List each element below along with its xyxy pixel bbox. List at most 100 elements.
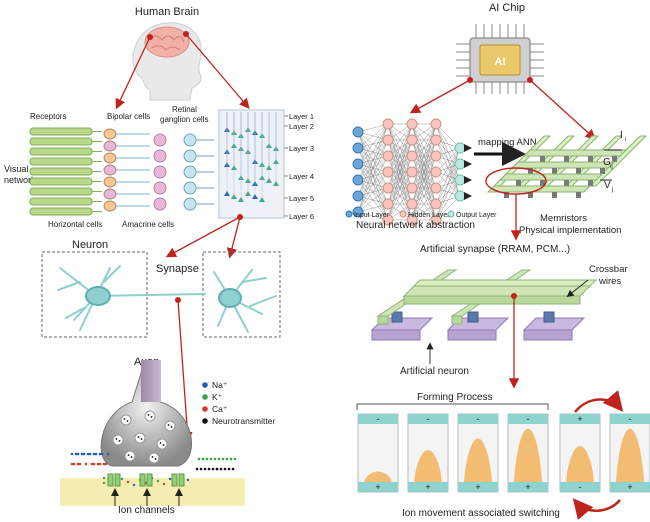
ion-dot [102,462,106,466]
crossbar-memristor [540,180,545,186]
nn-node [382,214,394,226]
ion-dot [217,457,221,461]
ganglion-cell [183,181,197,195]
neurotransmitter-dot [140,438,143,440]
layer-label: Layer 5 [289,194,314,203]
nn-legend-swatch [447,210,455,218]
bottom-electrode [610,482,650,492]
ion-dot [76,462,80,466]
neuron-left [57,265,206,331]
nn-edge [411,123,437,173]
ion-dot [225,457,229,461]
ion-dot [201,457,205,461]
ion-dot [94,452,98,456]
crossbar-memristor [552,168,557,174]
nn-node [406,214,418,226]
vesicle [164,420,176,432]
nn-node [352,190,364,202]
ion-dot [203,467,207,471]
crossbar-memristor [504,192,509,198]
bipolar-cell [103,188,117,200]
nn-node [430,150,442,162]
nn-node [454,174,466,186]
crossbar-wires-label-2: wires [598,276,621,287]
layer-label: Layer 6 [289,212,314,221]
nn-legend-swatch [399,210,407,218]
vesicle [134,432,146,444]
nn-node [454,142,466,154]
nn-node [430,198,442,210]
ion-dot [199,467,203,471]
neuron-right [213,269,277,333]
retina-network: Receptors Bipolar cells Retinal ganglion… [4,105,214,229]
crossbar-memristor [600,168,605,174]
ion-dot [98,462,102,466]
crossbar-memristor [528,192,533,198]
ion-dot [168,477,172,481]
nn-legend-label: Output Layer [456,212,497,219]
receptor-cell [29,177,93,186]
conductive-filament [566,446,594,482]
crossbar-G-sub: ij [610,164,613,170]
cortex-neuron [224,191,230,196]
network-label: network [4,175,36,185]
cortex-cells [224,112,279,202]
crossbar-memristor [588,156,593,162]
nn-edge [435,147,461,173]
neurotransmitter-dot [170,426,173,428]
ion-legend: Na⁺K⁺Ca⁺Neurotransmitter [202,380,275,426]
ion-dot [229,457,233,461]
legend-swatch [202,382,208,388]
artificial-synapse-label: Artificial synapse (RRAM, PCM...) [420,244,570,255]
amacrine-label: Amacrine cells [122,220,174,229]
crossbar-memristor [564,156,569,162]
nn-edge [411,187,437,221]
switching-cells: -+-+-+-++--+ [357,413,650,493]
nn-node [382,118,394,130]
axon-shaft [141,360,161,402]
nn-edge [357,123,389,197]
ganglion-cell [183,197,197,211]
ion-dot [88,452,92,456]
ion-dot [227,467,231,471]
ion-dot [98,452,102,456]
legend-swatch [202,406,208,412]
nn-node [352,126,364,138]
ion-dot [102,476,106,480]
ion-dot [82,452,86,456]
legend-swatch [202,418,208,424]
cell-top-sign: - [377,414,380,424]
nn-legend-label: Hidden Layer [408,212,450,219]
cell-bottom-sign: - [579,482,582,492]
cortex-neuron [273,181,279,186]
forming-label: Forming Process [417,392,493,403]
ion-dot [221,457,225,461]
nn-edge [435,147,461,205]
arrow-to-neuron [165,216,241,258]
cell-bottom-sign: + [425,482,430,492]
top-electrode [358,414,398,424]
nn-edge [387,187,413,221]
top-electrode [610,414,650,424]
crossbar-V: V [604,180,611,191]
top-electrode [508,414,548,424]
legend-label: Na⁺ [212,380,228,390]
ganglion-cells [153,133,214,211]
nn-edge [357,139,389,213]
nn-node [382,198,394,210]
arrow-to-nn [409,79,471,114]
ion-channels-label: Ion channels [118,505,175,516]
artificial-synapse-3d [370,269,598,341]
nn-node [430,182,442,194]
ion-dot [100,452,104,456]
nn-title: Neural network abstraction [356,220,475,231]
ion-dot [209,457,213,461]
vesicle [148,452,160,464]
switching-label: Ion movement associated switching [402,508,560,519]
crossbar-memristor [552,192,557,198]
cell-bottom-sign: + [525,482,530,492]
